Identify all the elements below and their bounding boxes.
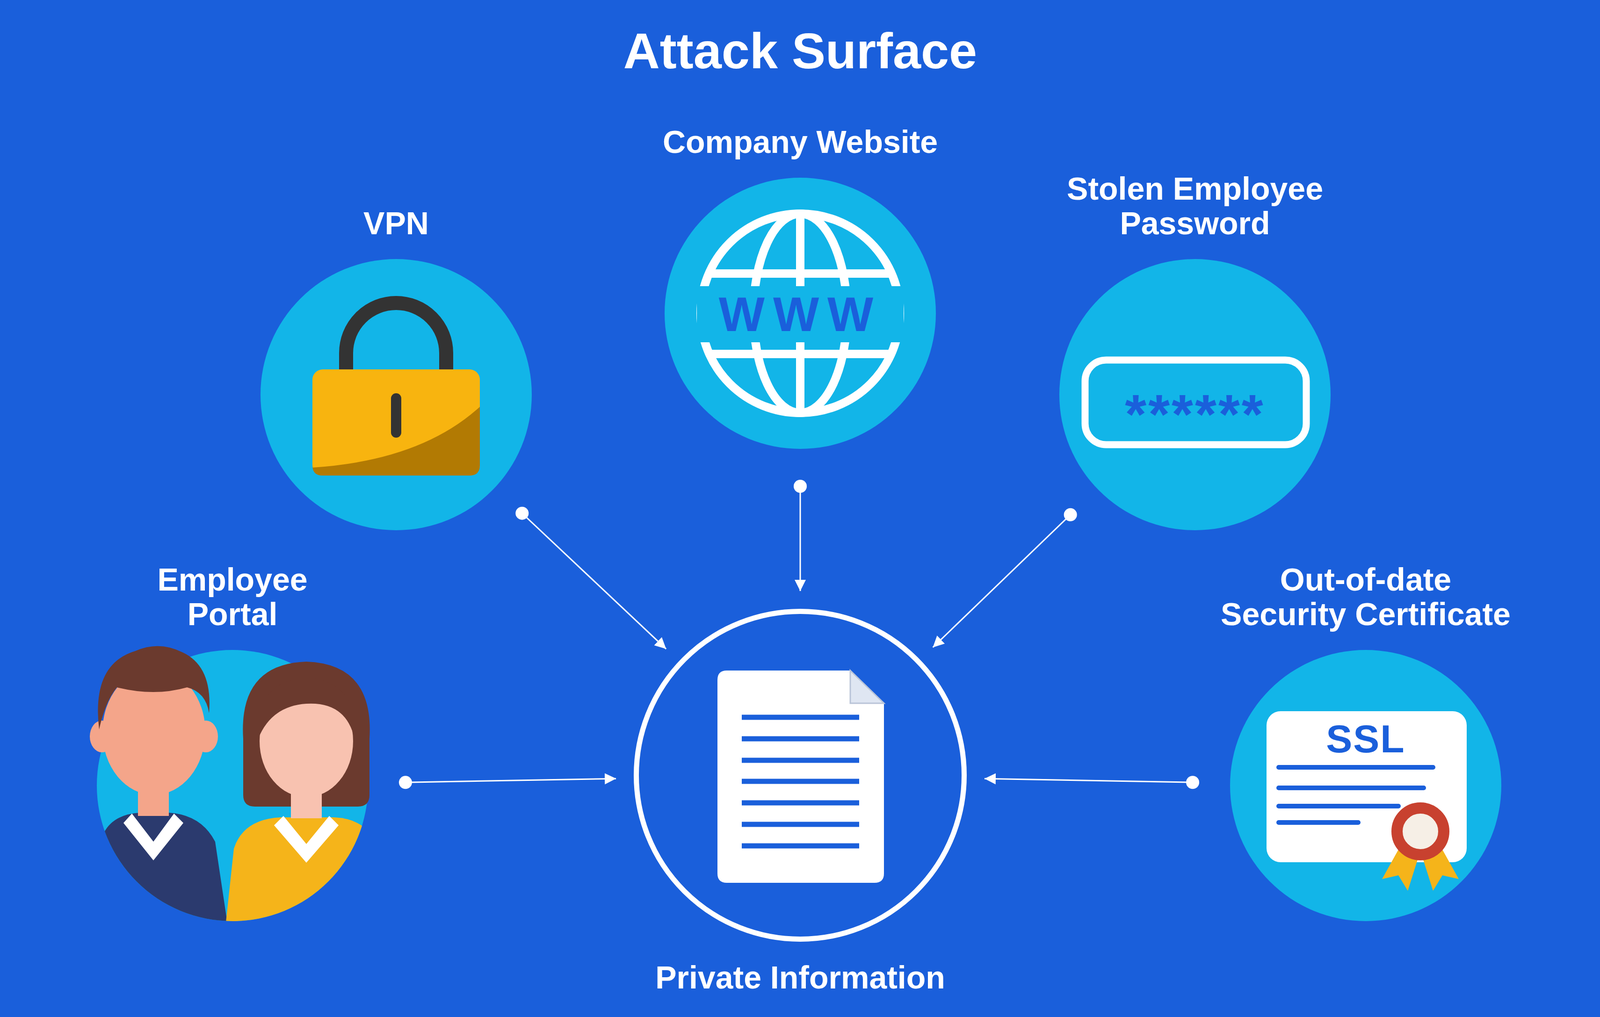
connector-dot xyxy=(793,479,807,493)
portal-node: Employee Portal xyxy=(96,650,369,922)
document-icon-part xyxy=(850,670,884,704)
certificate-icon-part-part xyxy=(1278,765,1434,770)
document-icon-part-part xyxy=(741,715,860,721)
certificate-icon-part xyxy=(1278,767,1434,823)
circle-outline xyxy=(1230,650,1502,922)
icon-text: ****** xyxy=(1124,386,1266,442)
people-icon-part-part xyxy=(93,812,230,936)
certificate-icon-part-part xyxy=(1278,820,1359,826)
circle-outline xyxy=(633,608,967,942)
circle-shape xyxy=(636,611,965,940)
people-icon-part xyxy=(137,767,169,817)
padlock-icon-part xyxy=(390,398,402,433)
arrow-connector xyxy=(405,778,616,783)
icon-text: SSL xyxy=(1325,719,1405,759)
document-icon-part-part xyxy=(741,736,860,742)
people-icon-part xyxy=(93,812,230,936)
node-heading: Company Website xyxy=(662,124,938,160)
circle-shape xyxy=(96,650,369,922)
certificate-icon xyxy=(1266,711,1467,891)
globe-icon-part xyxy=(709,349,892,359)
people-icon-part xyxy=(102,668,206,796)
arrow-connector xyxy=(521,513,667,650)
node-heading: Out-of-date Security Certificate xyxy=(1216,562,1515,632)
node-heading: Stolen Employee Password xyxy=(1045,171,1345,241)
circle-shape xyxy=(1230,650,1502,922)
document-icon-part xyxy=(717,670,884,884)
circle-outline xyxy=(96,650,369,922)
people-icon-part xyxy=(274,816,339,863)
certificate-icon-part-part xyxy=(1278,803,1399,809)
connector-dot xyxy=(515,506,529,521)
people-icon-part xyxy=(290,771,322,819)
people-icon-part xyxy=(97,646,210,730)
document-icon-part-part xyxy=(741,758,860,764)
diagram-title: Attack Surface xyxy=(623,23,978,80)
circle-shape xyxy=(1059,259,1331,531)
circle-outline xyxy=(260,259,532,531)
people-icon-part xyxy=(259,685,354,798)
document-icon-part-part xyxy=(741,779,860,785)
circle-shape xyxy=(664,177,936,449)
certificate-icon-part xyxy=(1419,837,1459,891)
people-icon-part-part xyxy=(224,817,386,936)
node-heading: VPN xyxy=(363,206,429,241)
connector-dot xyxy=(1186,775,1200,790)
certificate-icon-part xyxy=(1266,711,1467,863)
globe-icon xyxy=(696,213,904,413)
node-heading: Employee Portal xyxy=(134,562,331,632)
people-icon xyxy=(89,646,386,936)
certificate-node: Out-of-date Security Certificate xyxy=(1230,650,1502,922)
padlock-icon-part xyxy=(312,406,480,476)
globe-icon-part xyxy=(709,269,892,278)
people-icon-part xyxy=(89,720,115,753)
arrow-connector xyxy=(799,486,802,592)
document-icon-part-part xyxy=(741,822,860,828)
globe-icon-part xyxy=(753,213,848,413)
certificate-icon-part-part xyxy=(1278,785,1424,791)
circle-shape xyxy=(260,259,532,531)
padlock-icon xyxy=(312,303,480,476)
password-field-icon xyxy=(1085,360,1307,445)
document-icon-part-part xyxy=(741,800,860,806)
connector-dot xyxy=(1064,508,1078,522)
arrow-connector xyxy=(984,778,1193,783)
globe-icon-part xyxy=(696,286,904,343)
password-field-icon-part xyxy=(1085,360,1307,445)
padlock-icon-part xyxy=(346,303,447,372)
people-icon-part xyxy=(258,678,355,739)
document-icon xyxy=(717,670,884,884)
people-icon-part xyxy=(193,720,218,753)
people-icon-part xyxy=(242,661,370,807)
people-icon-part xyxy=(123,813,184,861)
icon-text: WWW xyxy=(718,289,882,339)
globe-icon-part xyxy=(700,213,900,413)
vpn-node: VPN xyxy=(260,259,532,531)
document-icon-part-part xyxy=(741,843,860,849)
globe-icon-part xyxy=(796,213,805,413)
people-icon-part xyxy=(224,817,386,936)
node-heading: Private Information xyxy=(655,960,946,995)
certificate-icon-part xyxy=(1397,808,1444,855)
connector-dot xyxy=(398,775,413,790)
padlock-icon-part xyxy=(312,369,480,476)
document-icon-part xyxy=(741,717,860,847)
certificate-icon-part xyxy=(1382,837,1422,891)
arrow-connector xyxy=(933,514,1071,648)
data-node: Private Information xyxy=(633,608,967,942)
